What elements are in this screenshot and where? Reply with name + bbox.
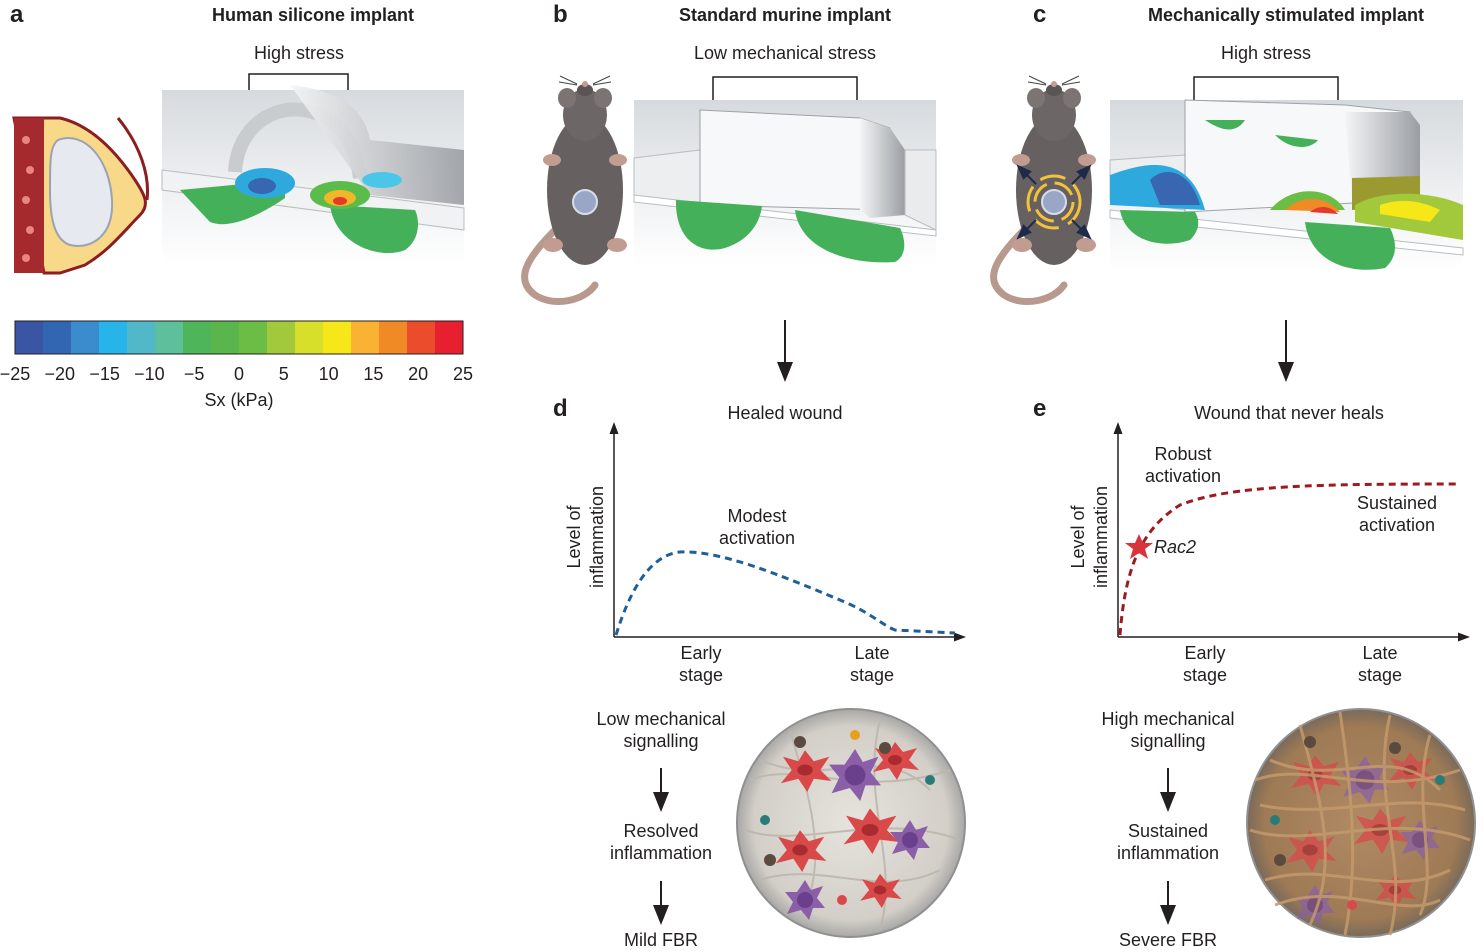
graph-d-early-line1: Early [680,643,721,663]
graph-d-late-line2: stage [850,665,894,685]
graph-d-early-line2: stage [679,665,723,685]
flow-e-step2-line2: inflammation [1117,843,1219,863]
flow-d-step3: Mild FBR [624,930,698,950]
modest-activation-line1: Modest [727,506,786,526]
panel-e-title: Wound that never heals [1194,403,1384,423]
panel-a-stress-label: High stress [254,43,344,63]
tissue-histology-severe [1246,708,1476,938]
panel-d-title: Healed wound [727,403,842,423]
panel-letter-a: a [10,1,24,28]
sustained-activation-line1: Sustained [1357,493,1437,513]
colorbar-tick-label: 10 [319,364,339,384]
panel-c: c Mechanically stimulated implant High s… [994,1,1464,382]
colorbar-swatch [211,321,240,354]
flow-e-step2-line1: Sustained [1128,821,1208,841]
panel-b: b Standard murine implant Low mechanical… [525,1,937,382]
panel-b-title: Standard murine implant [679,5,891,25]
colorbar-swatch [435,321,464,354]
colorbar-swatch [379,321,408,354]
colorbar-tick-label: −10 [134,364,165,384]
colorbar-swatch [239,321,268,354]
panel-letter-e: e [1033,395,1046,422]
graph-e-inflammation-curve [1118,482,1461,636]
mouse-illustration-b [525,76,627,302]
colorbar-swatch [323,321,352,354]
colorbar-label: Sx (kPa) [204,390,273,410]
colorbar-swatch [155,321,184,354]
tissue-histology-mild [736,708,966,938]
colorbar-swatch [295,321,324,354]
colorbar-swatch [15,321,44,354]
graph-e-early-line2: stage [1183,665,1227,685]
colorbar-swatch [71,321,100,354]
flow-d-step2-line2: inflammation [610,843,712,863]
colorbar-tick-label: 25 [453,364,473,384]
panel-b-stress-model [633,100,937,265]
flow-e-step1-line1: High mechanical [1101,709,1234,729]
graph-d-ylabel-line1: Level of [564,504,584,568]
breast-cross-section-illustration [12,116,150,275]
graph-e-late-line1: Late [1362,643,1397,663]
panel-letter-c: c [1033,1,1046,28]
robust-activation-line1: Robust [1154,444,1211,464]
colorbar-tick-label: −25 [0,364,30,384]
colorbar-swatch [127,321,156,354]
panel-b-stress-label: Low mechanical stress [694,43,876,63]
graph-d-inflammation-curve [614,550,956,636]
panel-c-stress-model [1109,99,1464,272]
graph-e-early-line1: Early [1184,643,1225,663]
panel-c-stress-label: High stress [1221,43,1311,63]
stress-colorbar: −25 −20 −15 −10 −5 0 5 10 15 20 25 [0,320,473,384]
mouse-illustration-c [994,76,1096,302]
colorbar-tick-label: −15 [89,364,120,384]
graph-d-late-line1: Late [854,643,889,663]
colorbar-swatch [99,321,128,354]
colorbar-swatch [183,321,212,354]
panel-letter-d: d [553,395,568,422]
panel-a-title: Human silicone implant [212,5,414,25]
modest-activation-line2: activation [719,528,795,548]
robust-activation-line2: activation [1145,466,1221,486]
colorbar-tick-label: 20 [408,364,428,384]
panel-d: d Healed wound Level of inflammation Mod… [553,395,966,950]
panel-letter-b: b [553,1,568,28]
graph-e-ylabel-line2: inflammation [1091,486,1111,588]
colorbar-border [14,320,464,355]
panel-a: a Human silicone implant High stress [0,1,473,410]
colorbar-tick-label: 5 [279,364,289,384]
flow-d-step1-line2: signalling [623,731,698,751]
flow-e-step3: Severe FBR [1119,930,1217,950]
rac2-label: Rac2 [1154,537,1196,557]
panel-c-title: Mechanically stimulated implant [1148,5,1424,25]
colorbar-tick-label: −5 [184,364,205,384]
flow-d-step2-line1: Resolved [623,821,698,841]
rac2-star-marker [1125,534,1153,559]
colorbar-swatch [267,321,296,354]
colorbar-swatch [351,321,380,354]
panel-e: e Wound that never heals Level of inflam… [1033,395,1476,950]
graph-e-ylabel-line1: Level of [1068,504,1088,568]
colorbar-tick-label: −20 [45,364,76,384]
colorbar-tick-label: 15 [363,364,383,384]
sustained-activation-line2: activation [1359,515,1435,535]
flow-e-step1-line2: signalling [1130,731,1205,751]
colorbar-swatch [43,321,72,354]
flow-d-step1-line1: Low mechanical [596,709,725,729]
graph-e-late-line2: stage [1358,665,1402,685]
panel-a-stress-model [161,85,465,265]
graph-d-ylabel-line2: inflammation [587,486,607,588]
colorbar-swatch [407,321,436,354]
colorbar-tick-label: 0 [234,364,244,384]
